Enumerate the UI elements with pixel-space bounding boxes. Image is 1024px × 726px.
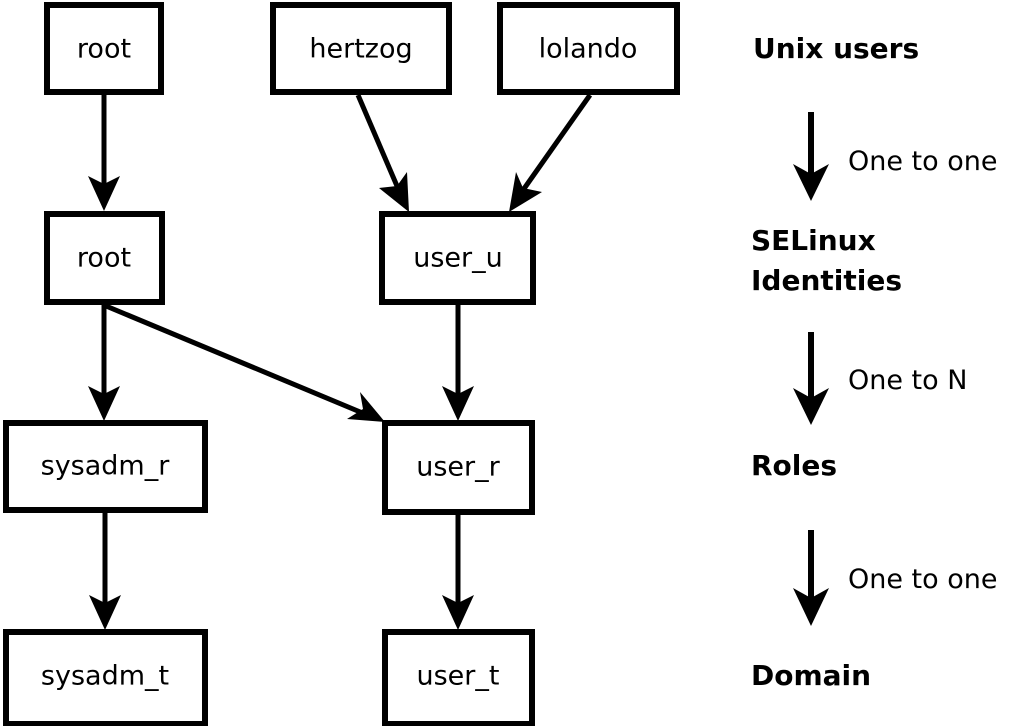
node-box (44, 211, 165, 305)
legend-label-line-1: SELinux (751, 224, 876, 257)
edge-shaft (105, 303, 366, 417)
node-role-user-r[interactable]: user_r (382, 420, 535, 515)
edge-hertzog-to-user-u (355, 94, 409, 212)
legend: Unix users One to one SELinux Identities… (751, 32, 998, 692)
arrowhead-icon (793, 588, 829, 626)
arrowhead-icon (793, 388, 829, 425)
edge-selinux-root-to-user-r (105, 303, 385, 422)
arrowhead-icon (347, 392, 385, 422)
arrowhead-icon (89, 595, 121, 630)
edge-lolando-to-user-u (509, 93, 593, 212)
node-label: sysadm_t (41, 661, 169, 692)
legend-relation-one-to-one-1: One to one (793, 112, 998, 201)
graph-nodes: root hertzog lolando root user_u sysadm_ (3, 2, 680, 726)
node-box (3, 420, 208, 513)
node-domain-user-t[interactable]: user_t (382, 629, 535, 726)
arrowhead-icon (793, 164, 829, 201)
node-label: user_u (413, 243, 503, 274)
node-box (382, 629, 535, 726)
node-label: hertzog (309, 34, 412, 65)
legend-label-roles: Roles (751, 449, 837, 482)
arrowhead-icon (88, 176, 120, 211)
arrowhead-icon (379, 172, 409, 212)
node-label: user_t (417, 661, 500, 692)
arrowhead-icon (88, 386, 120, 421)
node-box (270, 2, 452, 95)
node-selinux-user-u[interactable]: user_u (379, 211, 536, 305)
node-label: root (77, 34, 131, 65)
node-domain-sysadm-t[interactable]: sysadm_t (3, 629, 208, 726)
arrowhead-icon (442, 386, 474, 421)
node-role-sysadm-r[interactable]: sysadm_r (3, 420, 208, 513)
edge-unix-root-to-selinux-root (88, 95, 120, 211)
legend-relation-label: One to one (848, 564, 998, 595)
node-box (379, 211, 536, 305)
node-box (3, 629, 208, 726)
node-label: root (77, 243, 131, 274)
legend-label-line-2: Identities (751, 264, 902, 297)
legend-relation-label: One to one (848, 146, 998, 177)
legend-label-domain: Domain (751, 659, 871, 692)
node-selinux-root[interactable]: root (44, 211, 165, 305)
legend-relation-one-to-n: One to N (793, 332, 967, 425)
edge-sysadm-r-to-sysadm-t (89, 512, 121, 630)
node-label: lolando (539, 34, 638, 65)
edge-shaft (355, 94, 403, 194)
graph-edges (88, 93, 593, 630)
node-label: sysadm_r (41, 451, 171, 482)
arrowhead-icon (509, 172, 542, 212)
node-unix-root[interactable]: root (44, 2, 164, 95)
node-unix-hertzog[interactable]: hertzog (270, 2, 452, 95)
legend-relation-one-to-one-2: One to one (793, 530, 998, 626)
node-box (44, 2, 164, 95)
node-label: user_r (416, 452, 500, 483)
legend-label-selinux-identities: SELinux Identities (751, 224, 902, 297)
node-unix-lolando[interactable]: lolando (497, 2, 680, 95)
edge-selinux-root-to-sysadm-r (88, 305, 120, 421)
edge-shaft (518, 93, 593, 195)
legend-label-unix-users: Unix users (753, 32, 919, 65)
arrowhead-icon (442, 595, 474, 630)
node-box (497, 2, 680, 95)
legend-relation-label: One to N (848, 365, 967, 396)
node-box (382, 420, 535, 515)
edge-user-r-to-user-t (442, 514, 474, 630)
edge-user-u-to-user-r (442, 305, 474, 421)
